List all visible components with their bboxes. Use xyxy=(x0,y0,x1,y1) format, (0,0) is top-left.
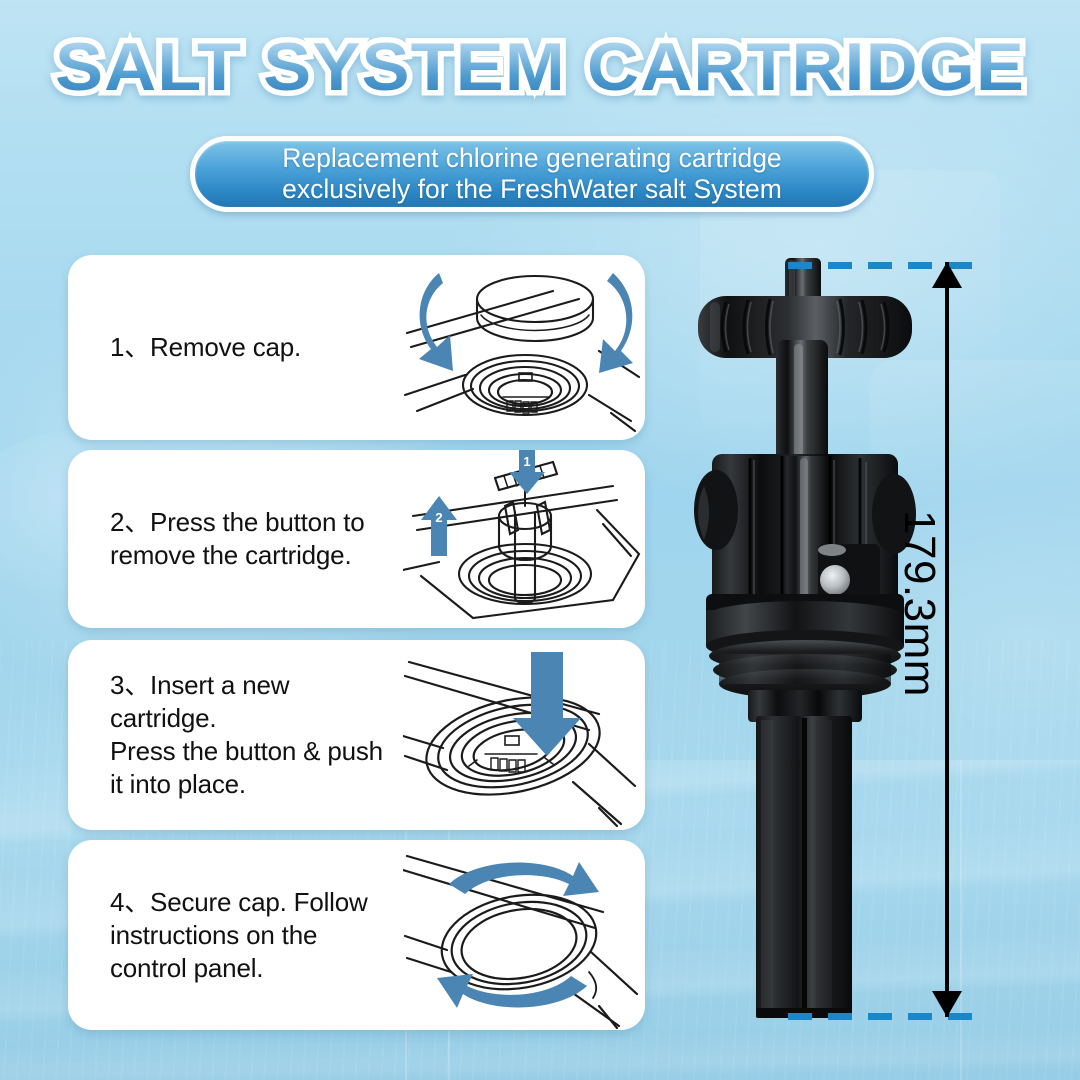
step-3-line-2: Press the button & push xyxy=(110,736,383,766)
dimension-guide-bottom xyxy=(788,1013,980,1020)
step-2-line-1: 2、Press the button to xyxy=(110,507,365,537)
step-3-line-3: it into place. xyxy=(110,769,246,799)
page-title-outline: SALT SYSTEM CARTRIDGE xyxy=(49,24,1030,111)
step-card-1: 1、Remove cap. xyxy=(68,255,645,440)
background-deck-seam-3 xyxy=(960,760,962,1080)
arrow-up-2: 2 xyxy=(421,496,457,556)
step-card-2: 2、Press the button to remove the cartrid… xyxy=(68,450,645,628)
step-4-line-3: control panel. xyxy=(110,952,264,983)
rotation-arrow-top xyxy=(449,862,599,896)
dimension-guide-top xyxy=(788,262,980,269)
step-4-line-1: 4、Secure cap. Follow xyxy=(110,886,368,917)
product-body-housing xyxy=(694,454,916,606)
step-3-illustration xyxy=(398,640,645,830)
product-t-handle xyxy=(698,296,912,358)
press-button-remove-diagram: 1 2 xyxy=(403,450,641,620)
step-3-text: 3、Insert a new cartridge. Press the butt… xyxy=(68,669,398,801)
dimension-arrow-up-icon xyxy=(932,262,962,288)
step-1-line-1: 1、Remove cap. xyxy=(110,332,302,362)
dimension-line xyxy=(945,262,949,1017)
cap-rotate-diagram xyxy=(403,273,641,433)
step-2-line-2: remove the cartridge. xyxy=(110,540,352,570)
product-collar-flange xyxy=(706,594,904,722)
step-card-3: 3、Insert a new cartridge. Press the butt… xyxy=(68,640,645,830)
subtitle-banner: Replacement chlorine generating cartridg… xyxy=(190,136,874,212)
rotation-arrow-left xyxy=(419,273,453,371)
insert-cartridge-diagram xyxy=(403,652,637,828)
product-electrode-blade xyxy=(756,716,852,1018)
arrow-down-1: 1 xyxy=(509,450,545,494)
release-button xyxy=(820,565,850,595)
step-2-text: 2、Press the button to remove the cartrid… xyxy=(68,506,398,572)
dimension-label: 179.3mm xyxy=(895,510,944,697)
step-1-text: 1、Remove cap. xyxy=(68,331,398,364)
step-3-line-1: 3、Insert a new cartridge. xyxy=(110,670,290,733)
product-shaft xyxy=(776,340,828,476)
subtitle-line-1: Replacement chlorine generating cartridg… xyxy=(282,143,782,173)
step-4-text: 4、Secure cap. Follow instructions on the… xyxy=(68,886,398,985)
page-title: SALT SYSTEM CARTRIDGE SALT SYSTEM CARTRI… xyxy=(0,24,1080,111)
rotation-arrow-bottom xyxy=(437,974,587,1008)
step-4-illustration xyxy=(398,840,645,1030)
page-title-text: SALT SYSTEM CARTRIDGE xyxy=(55,29,1025,105)
rotation-arrow-right xyxy=(599,273,633,373)
svg-text:1: 1 xyxy=(523,454,530,469)
svg-text:2: 2 xyxy=(435,510,442,525)
arrow-down xyxy=(513,652,581,756)
step-card-4: 4、Secure cap. Follow instructions on the… xyxy=(68,840,645,1030)
step-2-illustration: 1 2 xyxy=(398,450,645,628)
product-image-salt-cartridge xyxy=(690,258,920,1028)
step-4-line-2: instructions on the xyxy=(110,919,318,950)
subtitle-line-2: exclusively for the FreshWater salt Syst… xyxy=(282,174,782,204)
dimension-arrow-down-icon xyxy=(932,991,962,1017)
secure-cap-diagram xyxy=(403,854,639,1030)
step-1-illustration xyxy=(398,255,645,440)
